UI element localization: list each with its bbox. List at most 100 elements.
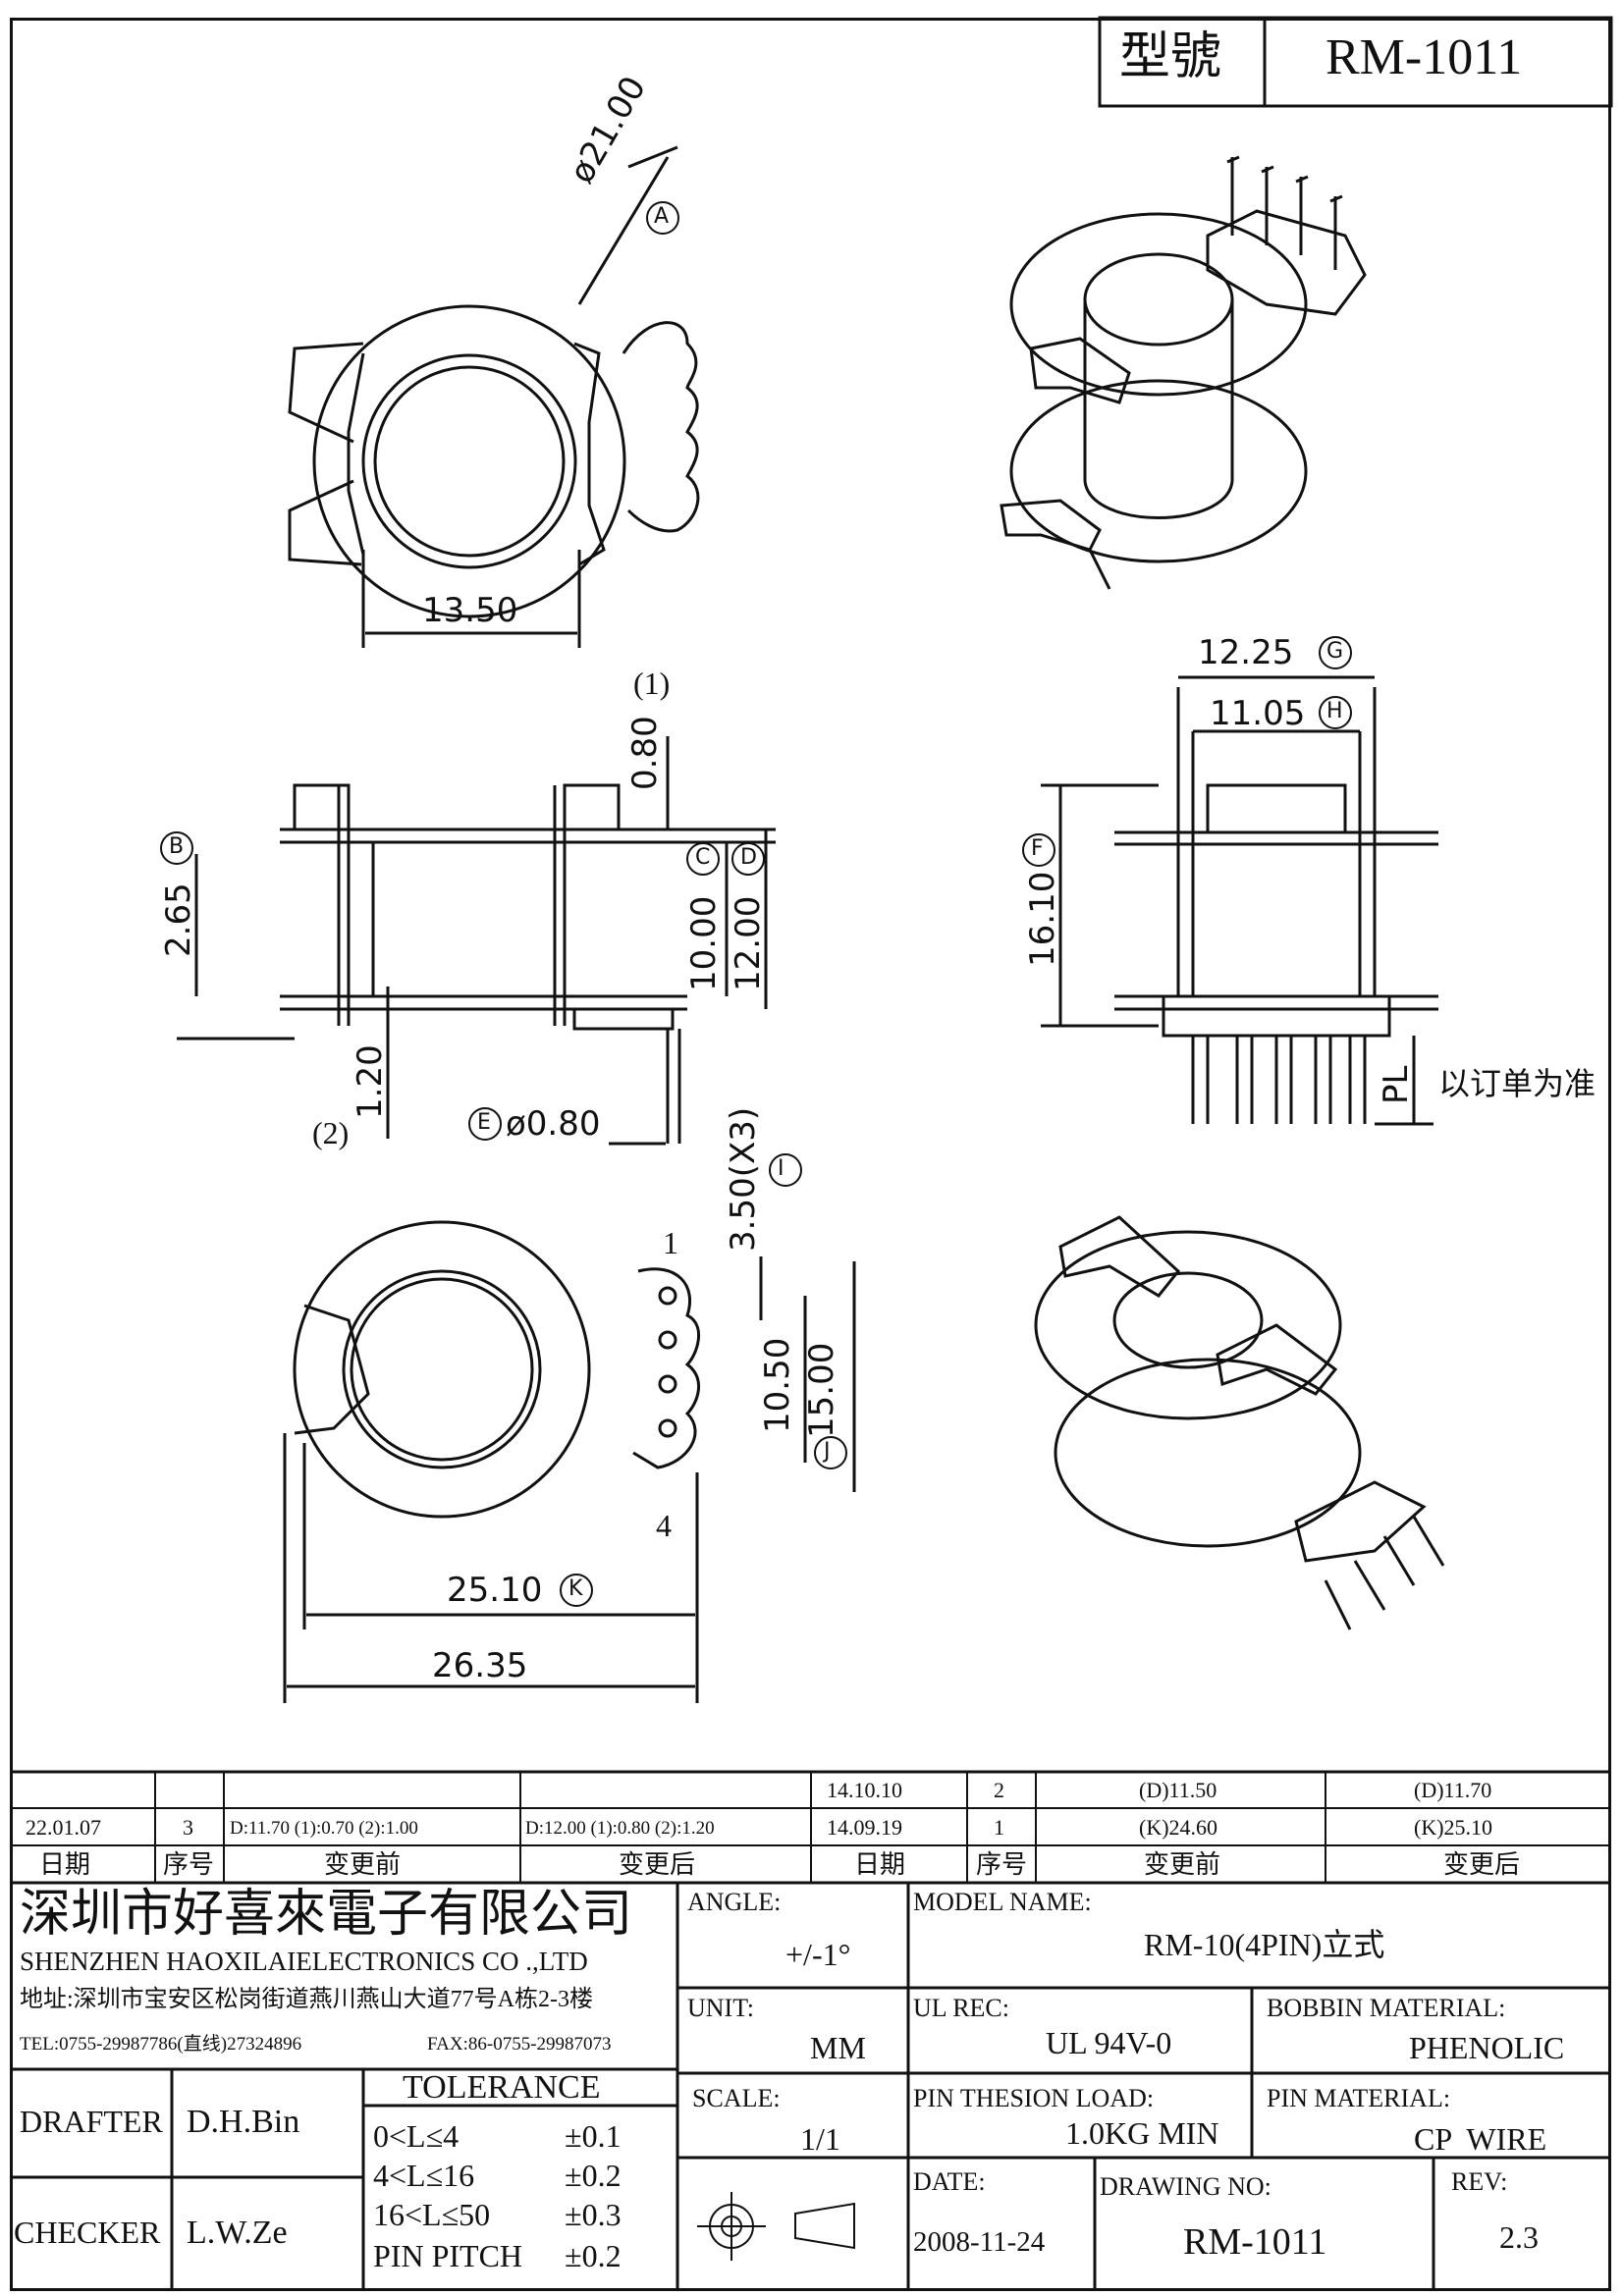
pin-material-label: PIN MATERIAL: bbox=[1267, 2084, 1451, 2112]
company-tel: TEL:0755-29987786(直线)27324896 bbox=[20, 2034, 302, 2055]
side-view bbox=[177, 736, 776, 1146]
drafter-value: D.H.Bin bbox=[187, 2104, 300, 2140]
dim-11-05: 11.05 bbox=[1210, 694, 1306, 733]
drafter-label: DRAFTER bbox=[20, 2104, 163, 2139]
unit-value: MM bbox=[810, 2030, 866, 2065]
pin-material-value: CP WIRE bbox=[1414, 2121, 1547, 2157]
tolerance-value: ±0.1 bbox=[565, 2118, 622, 2154]
rev-row2-date: 22.01.07 bbox=[26, 1815, 101, 1840]
dim-10-00: 10.00 bbox=[684, 895, 724, 991]
bobbin-material-label: BOBBIN MATERIAL: bbox=[1267, 1994, 1506, 2022]
scale-value: 1/1 bbox=[800, 2121, 840, 2157]
rev-header-date2: 日期 bbox=[854, 1850, 906, 1879]
model-name-label: MODEL NAME: bbox=[913, 1888, 1092, 1916]
date-label: DATE: bbox=[913, 2167, 986, 2196]
marker-k: K bbox=[568, 1576, 583, 1601]
company-name-en: SHENZHEN HAOXILAIELECTRONICS CO .,LTD bbox=[20, 1947, 588, 1976]
company-address: 地址:深圳市宝安区松岗街道燕川燕山大道77号A栋2-3楼 bbox=[20, 1987, 593, 2012]
top-view bbox=[288, 145, 700, 648]
tolerance-value: ±0.2 bbox=[565, 2238, 622, 2273]
rev-row1-after2: (D)11.70 bbox=[1414, 1778, 1492, 1802]
pin-load-label: PIN THESION LOAD: bbox=[913, 2084, 1155, 2112]
dim-16-10: 16.10 bbox=[1023, 871, 1062, 967]
iso-view-bottom bbox=[1034, 1215, 1445, 1630]
label-2: (2) bbox=[312, 1115, 350, 1150]
projection-symbol bbox=[697, 2192, 855, 2261]
rev-row2-seq2: 1 bbox=[994, 1815, 1004, 1840]
label-1: (1) bbox=[633, 666, 671, 701]
revision-table-lines bbox=[10, 1770, 1611, 1885]
model-value: RM-1011 bbox=[1325, 29, 1523, 85]
scale-label: SCALE: bbox=[692, 2084, 781, 2112]
unit-label: UNIT: bbox=[687, 1994, 755, 2022]
drawing-no-label: DRAWING NO: bbox=[1100, 2172, 1271, 2201]
pin-4-label: 4 bbox=[656, 1508, 672, 1543]
rev-header-after2: 变更后 bbox=[1443, 1850, 1521, 1879]
rev-header-seq2: 序号 bbox=[976, 1850, 1028, 1879]
front-view bbox=[1041, 675, 1438, 1126]
dim-25-10: 25.10 bbox=[447, 1571, 543, 1610]
rev-header-date: 日期 bbox=[39, 1850, 91, 1879]
marker-i: I bbox=[778, 1156, 784, 1181]
dim-1-20: 1.20 bbox=[351, 1044, 390, 1119]
checker-value: L.W.Ze bbox=[187, 2215, 288, 2251]
rev-row2-before: D:11.70 (1):0.70 (2):1.00 bbox=[230, 1818, 418, 1839]
rev-header-after: 变更后 bbox=[619, 1850, 696, 1879]
drawing-frame bbox=[10, 18, 1611, 2291]
title-block-lines bbox=[10, 1883, 1611, 2291]
marker-a: A bbox=[654, 204, 670, 229]
angle-label: ANGLE: bbox=[687, 1888, 782, 1916]
dim-26-35: 26.35 bbox=[432, 1646, 528, 1685]
marker-c: C bbox=[695, 845, 711, 870]
tolerance-value: ±0.3 bbox=[565, 2197, 622, 2232]
iso-view-top bbox=[1000, 155, 1367, 590]
rev-row2-before2: (K)24.60 bbox=[1139, 1815, 1218, 1840]
company-fax: FAX:86-0755-29987073 bbox=[427, 2034, 612, 2055]
bottom-view bbox=[283, 1220, 856, 1703]
rev-label: REV: bbox=[1451, 2167, 1508, 2196]
tolerance-range: 0<L≤4 bbox=[373, 2118, 460, 2154]
model-name-value: RM-10(4PIN)立式 bbox=[1144, 1927, 1385, 1962]
marker-g: G bbox=[1326, 639, 1344, 664]
bobbin-material-value: PHENOLIC bbox=[1409, 2030, 1565, 2065]
company-name-cn: 深圳市好喜來電子有限公司 bbox=[20, 1887, 633, 1943]
dim-12-25: 12.25 bbox=[1198, 633, 1294, 672]
marker-f: F bbox=[1031, 836, 1044, 861]
dim-2-65: 2.65 bbox=[159, 882, 198, 957]
dim-0-80-a: 0.80 bbox=[625, 716, 665, 790]
rev-row1-date2: 14.10.10 bbox=[827, 1778, 902, 1802]
pl-note: 以订单为准 bbox=[1438, 1066, 1596, 1101]
rev-header-before: 变更前 bbox=[324, 1850, 402, 1879]
tolerance-value: ±0.2 bbox=[565, 2158, 622, 2193]
model-label: 型號 bbox=[1119, 29, 1222, 85]
rev-row1-seq2: 2 bbox=[994, 1778, 1004, 1802]
dim-pin-dia: ø0.80 bbox=[506, 1104, 601, 1144]
rev-row2-seq: 3 bbox=[183, 1815, 193, 1840]
ul-value: UL 94V-0 bbox=[1046, 2025, 1172, 2060]
checker-label: CHECKER bbox=[14, 2215, 161, 2250]
dim-pl: PL bbox=[1377, 1065, 1416, 1104]
marker-d: D bbox=[740, 845, 757, 870]
angle-value: +/-1° bbox=[785, 1937, 851, 1972]
marker-h: H bbox=[1326, 699, 1343, 723]
date-value: 2008-11-24 bbox=[913, 2226, 1046, 2258]
tolerance-title: TOLERANCE bbox=[403, 2069, 601, 2106]
dim-10-50: 10.50 bbox=[758, 1337, 797, 1433]
tolerance-range: 16<L≤50 bbox=[373, 2197, 491, 2232]
tolerance-range: 4<L≤16 bbox=[373, 2158, 475, 2193]
marker-j: J bbox=[824, 1439, 831, 1464]
drawing-no-value: RM-1011 bbox=[1183, 2221, 1327, 2263]
marker-b: B bbox=[169, 834, 185, 859]
rev-row2-after2: (K)25.10 bbox=[1414, 1815, 1493, 1840]
rev-value: 2.3 bbox=[1499, 2219, 1539, 2255]
dim-13-50: 13.50 bbox=[422, 591, 518, 630]
dim-15-00: 15.00 bbox=[802, 1342, 841, 1438]
rev-row2-after: D:12.00 (1):0.80 (2):1.20 bbox=[525, 1818, 715, 1839]
marker-e: E bbox=[477, 1110, 491, 1135]
rev-header-seq: 序号 bbox=[163, 1850, 215, 1879]
model-box bbox=[1098, 16, 1613, 108]
rev-header-before2: 变更前 bbox=[1144, 1850, 1221, 1879]
dim-12-00: 12.00 bbox=[729, 895, 768, 991]
pin-1-label: 1 bbox=[663, 1225, 678, 1260]
